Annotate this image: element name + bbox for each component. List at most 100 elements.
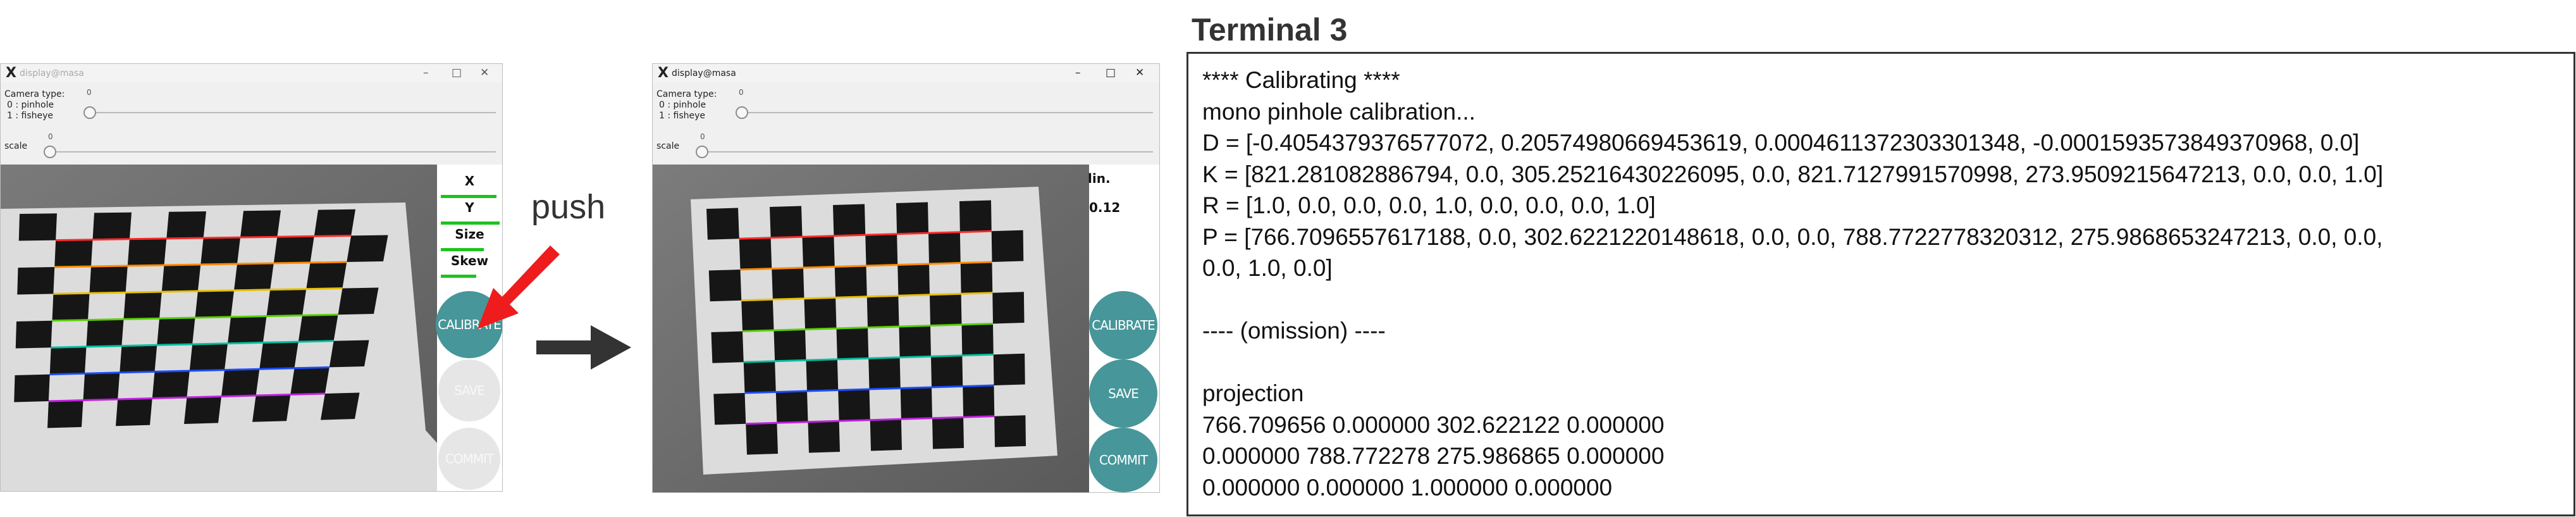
checkerboard-square [896,202,928,234]
scale-label: scale [4,141,28,151]
checkerboard-square [838,389,870,421]
corner-row-line [53,287,343,295]
minimize-icon[interactable]: – [423,66,429,79]
checkerboard-square [266,289,307,316]
checkerboard-square [992,292,1025,324]
commit-button[interactable]: COMMIT [438,428,500,490]
checkerboard-square [960,262,993,294]
checkerboard-square [152,371,190,399]
checkerboard-squares [14,209,388,428]
checkerboard-square [157,318,195,346]
checkerboard-square [928,232,961,264]
scale-slider-knob[interactable] [44,146,56,158]
metric-size-bar [441,248,484,251]
checkerboard-square [802,235,835,268]
maximize-icon[interactable]: □ [1106,66,1116,79]
close-icon[interactable]: ✕ [480,66,490,79]
checkerboard-square [86,319,124,347]
checkerboard-square [314,209,355,237]
calibration-result-label: lin. [1088,171,1111,186]
terminal-line: **** Calibrating **** [1202,67,1400,93]
checkerboard-square [228,316,267,344]
camera-image [1,165,437,491]
camera-type-value: 0 [87,88,92,97]
camera-controls: Camera type: 0 0 : pinhole 1 : fisheye 0… [1,83,502,165]
checkerboard-square [18,213,57,241]
checkerboard-square [866,296,899,328]
red-arrow-icon [478,246,560,329]
maximize-icon[interactable]: □ [452,66,462,79]
checkerboard-square [252,394,291,422]
camera-type-value: 0 [739,88,744,97]
camera-type-slider-knob[interactable] [83,106,96,119]
checkerboard-square [772,268,804,300]
checkerboard-square [306,262,347,289]
window-titlebar: X display@masa – □ ✕ [653,64,1159,83]
corner-row-line [48,392,325,402]
save-button[interactable]: SAVE [438,359,500,421]
checkerboard-square [127,238,167,266]
checkerboard-squares [706,200,1026,455]
corner-row-line [740,261,992,271]
save-button[interactable]: SAVE [1089,359,1157,428]
calibration-result-value: 0.12 [1089,200,1121,215]
terminal-line [1202,284,2560,316]
checkerboard-square [804,297,837,330]
metric-skew-bar [441,275,476,278]
checkerboard-square [49,346,87,375]
scale-slider-track[interactable] [46,151,496,153]
calibration-window-after: X display@masa – □ ✕ Camera type: 0 0 : … [652,63,1160,493]
terminal-line: R = [1.0, 0.0, 0.0, 0.0, 1.0, 0.0, 0.0, … [1202,192,1656,218]
checkerboard-square [259,342,299,370]
checkerboard-square [83,372,120,401]
checkerboard-square [166,211,206,239]
scale-slider-knob[interactable] [696,146,708,158]
checkerboard-square [347,235,388,262]
checkerboard-square [123,292,162,320]
detected-corner-lines [48,234,352,402]
checkerboard-square [741,299,774,332]
checkerboard-square [739,237,772,270]
checkerboard-square [930,294,962,326]
checkerboard-square [868,357,901,389]
minimize-icon[interactable]: – [1075,66,1081,79]
calibration-side-panel: X Y Size Skew CALIBRATE SAVE COMMIT [436,165,502,491]
checkerboard-image-right [653,165,1089,492]
terminal-line: ---- (omission) ---- [1202,318,1386,344]
camera-type-slider-track[interactable] [738,112,1153,113]
scale-label: scale [656,141,680,151]
metric-skew-label: Skew [450,253,489,268]
scale-value: 0 [48,132,53,141]
corner-row-line [54,261,347,268]
checkerboard-square [963,385,995,418]
scale-slider-track[interactable] [698,151,1153,153]
checkerboard-square [773,329,806,361]
camera-type-slider-track[interactable] [86,112,496,113]
checkerboard-square [834,266,867,298]
corner-row-line [746,415,995,425]
checkerboard-square [806,359,839,391]
calibrate-button[interactable]: CALIBRATE [1089,291,1157,359]
terminal-line: K = [821.281082886794, 0.0, 305.25216430… [1202,161,2384,187]
commit-button[interactable]: COMMIT [1089,428,1157,492]
close-icon[interactable]: ✕ [1135,66,1145,79]
checkerboard-square [808,421,840,453]
camera-type-slider-knob[interactable] [736,106,748,119]
checkerboard-square [15,320,52,349]
terminal-line: 0.000000 788.772278 275.986865 0.000000 [1202,443,1665,469]
checkerboard-square [899,325,931,358]
checkerboard-square [897,264,930,296]
scale-value: 0 [700,132,705,141]
checkerboard-square [52,293,90,321]
calibration-side-panel: lin. 0.12 CALIBRATE SAVE COMMIT [1088,165,1159,492]
checkerboard-square [89,266,128,294]
x-logo-icon: X [6,65,16,81]
checkerboard-square [47,400,83,428]
calibrate-button[interactable]: CALIBRATE [436,291,502,358]
camera-type-label: Camera type: [656,89,717,99]
camera-type-option-fisheye: 1 : fisheye [659,111,706,121]
checkerboard-square [120,345,157,373]
metric-x-label: X [464,173,475,189]
metric-x-bar [441,195,496,198]
terminal-line: 766.709656 0.000000 302.622122 0.000000 [1202,411,1665,438]
